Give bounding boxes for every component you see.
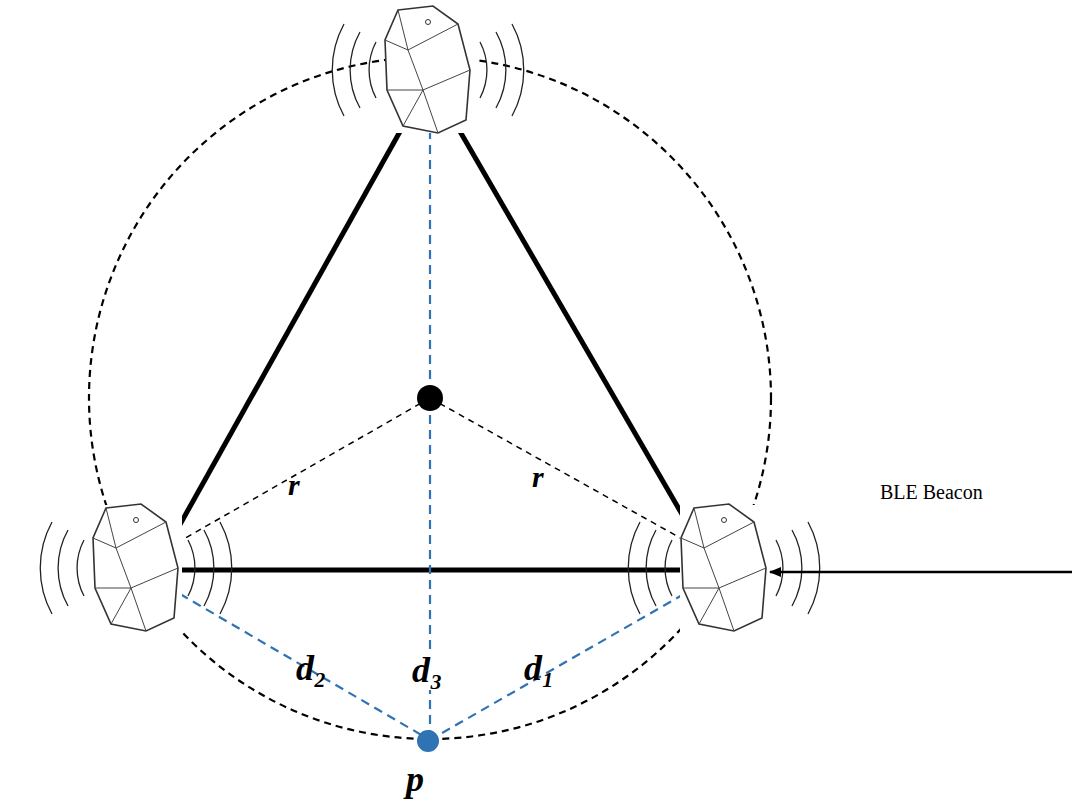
distance-label: d₃	[410, 650, 445, 690]
distance-label: d₁	[524, 650, 555, 686]
radius-label: r	[532, 462, 544, 492]
distance-label: d₂	[296, 650, 327, 686]
point-label: p	[406, 761, 424, 797]
beacon-label: BLE Beacon	[880, 482, 983, 502]
radius-label: r	[288, 470, 300, 500]
